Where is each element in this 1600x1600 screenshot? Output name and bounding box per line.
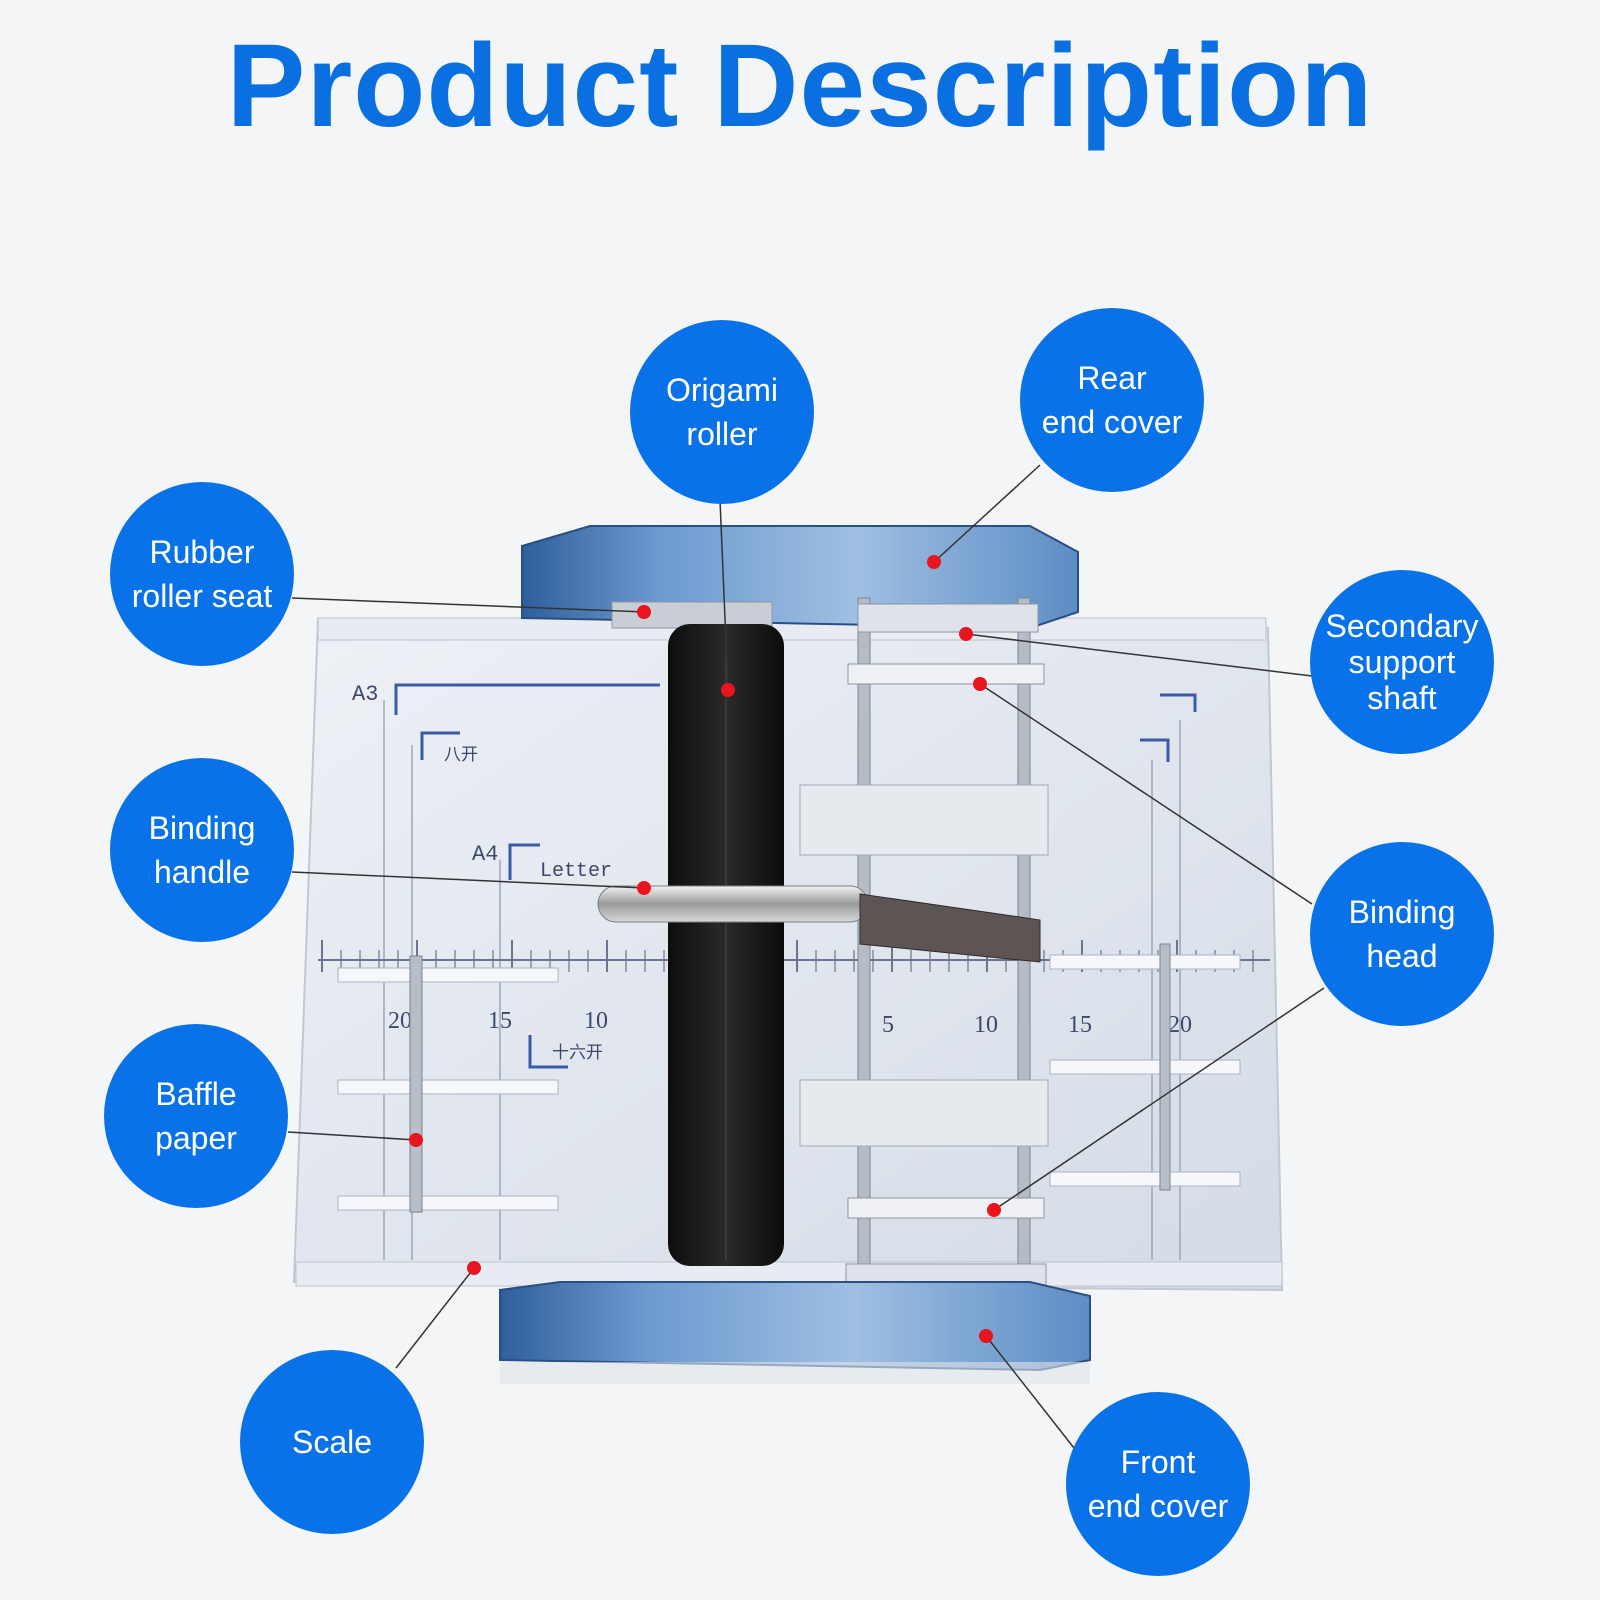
eighth-sheet-label: 八开: [444, 746, 478, 766]
callout-scale-text: Scale: [291, 1424, 373, 1460]
leader-origami-roller: [719, 499, 729, 691]
binding-handle-block: [859, 893, 1041, 963]
a3-label: A3: [352, 682, 378, 707]
leader-front-end-cover: [985, 1335, 1075, 1449]
marker-origami-roller: [721, 683, 735, 697]
lower-paper-clamp: [799, 1079, 1049, 1147]
leader-binding-head-lower: [993, 987, 1325, 1211]
marker-binding-handle: [637, 881, 651, 895]
leader-binding-handle: [291, 871, 645, 889]
leader-binding-head: [979, 683, 1313, 905]
scale-number-right-10: 10: [974, 1012, 998, 1038]
marker-rubber-roller-seat: [637, 605, 651, 619]
plate-markings: A3 八开 A4 Letter 十六开 20 15 10 5 10 15 20: [352, 682, 1192, 1064]
callout-secondary-support-shaft-text: Secondary support shaft: [1325, 608, 1479, 716]
callout-front-end-cover-text: Front end cover: [1087, 1444, 1229, 1524]
marker-rear-end-cover: [927, 555, 941, 569]
page-title: Product Description: [226, 20, 1374, 152]
marker-front-end-cover: [979, 1329, 993, 1343]
leader-baffle-paper: [287, 1131, 417, 1141]
marker-baffle-paper: [409, 1133, 423, 1147]
leader-rubber-roller-seat: [291, 597, 645, 613]
callout-origami-roller: Origami roller: [630, 320, 814, 504]
callout-rear-end-cover-text: Rear end cover: [1041, 360, 1183, 440]
scale-number-right-5: 5: [882, 1012, 894, 1038]
callout-binding-handle-text: Binding handle: [148, 810, 256, 890]
a4-label: A4: [472, 842, 498, 867]
leader-scale: [395, 1267, 475, 1369]
red-markers: [409, 555, 1001, 1343]
callout-binding-handle: Binding handle: [110, 758, 294, 942]
baffle-paper-guide: [337, 955, 559, 1213]
marker-binding-head-upper: [973, 677, 987, 691]
front-end-cover: [499, 1281, 1091, 1372]
callout-origami-roller-text: Origami roller: [665, 372, 778, 452]
format-guides: [394, 683, 1197, 1069]
upper-paper-clamp: [799, 784, 1049, 856]
callout-binding-head: Binding head: [1310, 842, 1494, 1026]
marker-secondary-support-shaft: [959, 627, 973, 641]
scale-ruler: [295, 1261, 1283, 1287]
letter-label: Letter: [540, 860, 612, 883]
right-paper-guide: [1049, 943, 1241, 1191]
front-cover-shadow: [500, 1362, 1090, 1384]
leader-rear-end-cover: [933, 464, 1041, 563]
callout-front-end-cover: Front end cover: [1066, 1392, 1250, 1576]
scale-number-right-20: 20: [1168, 1012, 1192, 1038]
marker-binding-head-lower: [987, 1203, 1001, 1217]
sixteenth-sheet-label: 十六开: [552, 1043, 603, 1064]
callout-binding-head-text: Binding head: [1348, 894, 1456, 974]
callout-scale: Scale: [240, 1350, 424, 1534]
marker-scale: [467, 1261, 481, 1275]
callout-baffle-paper-text: Baffle paper: [155, 1076, 237, 1156]
callout-rubber-roller-seat: Rubber roller seat: [110, 482, 294, 666]
callout-rubber-roller-seat-text: Rubber roller seat: [131, 534, 273, 614]
callout-secondary-support-shaft: Secondary support shaft: [1310, 570, 1494, 754]
leader-secondary-support-shaft: [965, 633, 1313, 677]
scale-number-left-20: 20: [388, 1008, 412, 1034]
callout-rear-end-cover: Rear end cover: [1020, 308, 1204, 492]
callout-baffle-paper: Baffle paper: [104, 1024, 288, 1208]
leader-lines: [287, 464, 1325, 1449]
scale-number-right-15: 15: [1068, 1012, 1092, 1038]
scale-number-left-10: 10: [584, 1008, 608, 1034]
scale-number-left-15: 15: [488, 1008, 512, 1034]
